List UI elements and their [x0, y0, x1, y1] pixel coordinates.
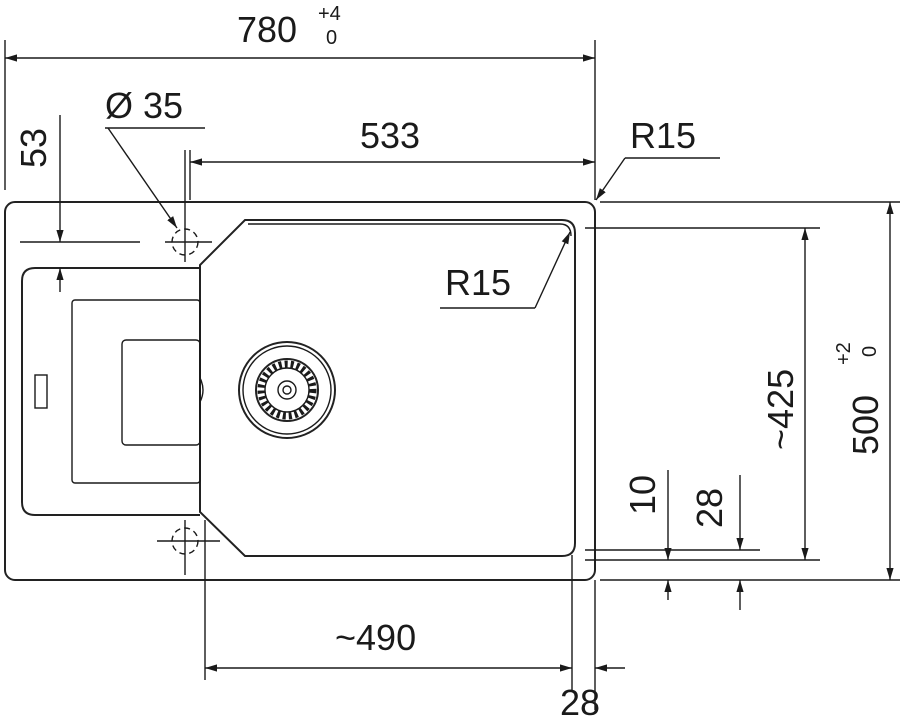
- tap-hole-top-icon: [165, 150, 212, 262]
- label-490: ~490: [335, 617, 416, 658]
- label-10: 10: [622, 475, 663, 515]
- dim-tap-offset: 53: [13, 115, 140, 292]
- tol-lower: 0: [859, 346, 881, 357]
- tol-lower: 0: [326, 27, 337, 49]
- tap-hole-bottom-icon: [157, 520, 220, 575]
- dim-rim-10: 10: [622, 470, 672, 600]
- label-d35: Ø 35: [105, 85, 183, 126]
- dim-bowl-depth: ~425: [760, 228, 809, 560]
- label-500: 500: [845, 395, 886, 455]
- drainer-notch: [199, 377, 204, 403]
- label-780: 780: [237, 9, 297, 50]
- drainer-inner: [71, 299, 201, 484]
- dim-outer-radius: R15: [595, 115, 720, 201]
- label-533: 533: [360, 115, 420, 156]
- dim-rim-28-right: 28: [689, 475, 744, 610]
- dim-rim-28-bottom: 28: [560, 664, 625, 718]
- overflow-slot: [34, 374, 48, 409]
- bowl-rim-line: [248, 223, 572, 237]
- dim-overall-depth: 500 +2 0: [833, 202, 894, 580]
- dim-bowl-offset: 533: [189, 115, 595, 200]
- label-28-bottom: 28: [560, 682, 600, 718]
- strainer-icon: [238, 341, 336, 439]
- label-r15-bowl: R15: [445, 262, 511, 303]
- dim-overall-width: 780 +4 0: [4, 3, 596, 200]
- dim-bowl-width: ~490: [204, 520, 596, 710]
- bowl-outline: [199, 219, 576, 557]
- label-28-right: 28: [689, 488, 730, 528]
- label-r15-outer: R15: [630, 115, 696, 156]
- tol-upper: +4: [318, 3, 341, 25]
- label-53: 53: [13, 128, 54, 168]
- dim-bowl-radius: R15: [440, 231, 571, 309]
- label-425: ~425: [760, 369, 801, 450]
- dim-tap-hole: Ø 35: [105, 85, 205, 229]
- right-extension-lines: [585, 201, 900, 581]
- drainer-outline: [21, 267, 200, 516]
- tol-upper: +2: [833, 342, 855, 365]
- drainer-recess: [121, 339, 201, 446]
- sink-outline: [4, 201, 596, 581]
